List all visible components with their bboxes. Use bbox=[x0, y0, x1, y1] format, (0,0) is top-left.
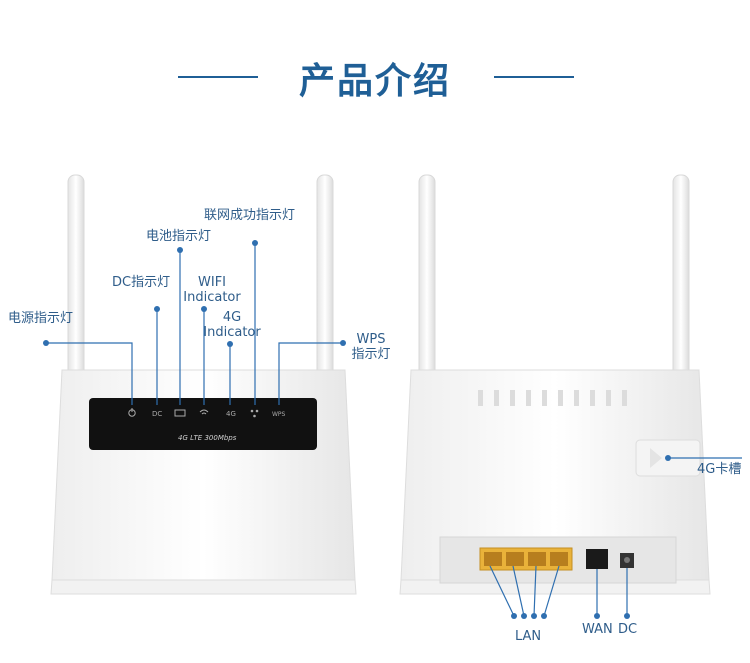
power-icon bbox=[128, 408, 136, 417]
wan-port bbox=[586, 549, 608, 569]
panel-4g-mark: 4G bbox=[226, 410, 236, 418]
front-base bbox=[50, 579, 357, 595]
lan-port-label: LAN bbox=[515, 629, 542, 644]
vent-slots bbox=[478, 390, 627, 406]
front-router: DC 4G WPS 4G LTE 300Mbps bbox=[43, 174, 357, 595]
title-rule-right bbox=[494, 76, 574, 78]
dc-indicator-label: DC指示灯 bbox=[112, 275, 171, 290]
page-title: 产品介绍 bbox=[298, 61, 451, 102]
battery-indicator-label: 电池指示灯 bbox=[146, 229, 212, 244]
wifi-icon bbox=[199, 409, 209, 415]
front-callout-dots bbox=[43, 240, 346, 347]
battery-icon bbox=[174, 409, 186, 417]
wifi-indicator-label: WIFI Indicator bbox=[178, 275, 246, 305]
wps-indicator-label-line1: WPS bbox=[356, 332, 386, 347]
wps-indicator-label-line2: 指示灯 bbox=[351, 347, 391, 362]
lan-ports bbox=[479, 547, 573, 571]
title-rule-left bbox=[178, 76, 258, 78]
panel-dc-mark: DC bbox=[152, 410, 162, 418]
wan-port-label: WAN bbox=[582, 622, 613, 637]
lte-indicator-label: 4G Indicator bbox=[198, 310, 266, 340]
front-led-panel bbox=[89, 398, 317, 450]
front-antenna-right bbox=[316, 174, 334, 381]
sim-slot-arrow-icon bbox=[650, 448, 662, 468]
front-brand-logo: 4G LTE 300Mbps bbox=[178, 434, 237, 442]
dc-port-label: DC bbox=[618, 622, 638, 637]
sim-slot-label: 4G卡槽 bbox=[697, 462, 742, 477]
internet-icon bbox=[250, 409, 259, 418]
front-antenna-left bbox=[67, 174, 85, 381]
power-indicator-label: 电源指示灯 bbox=[8, 311, 74, 326]
lte-indicator-label-line1: 4G bbox=[222, 310, 242, 325]
panel-wps-mark: WPS bbox=[272, 411, 286, 418]
port-panel bbox=[439, 536, 677, 584]
wifi-indicator-label-line1: WIFI bbox=[198, 275, 226, 290]
back-callouts bbox=[489, 457, 742, 617]
back-callout-dots bbox=[511, 455, 671, 619]
dc-jack-hole bbox=[624, 557, 630, 563]
wifi-indicator-label-line2: Indicator bbox=[183, 290, 241, 305]
wps-indicator-label: WPS 指示灯 bbox=[346, 332, 396, 362]
lte-indicator-label-line2: Indicator bbox=[203, 325, 261, 340]
back-router bbox=[399, 174, 742, 619]
internet-indicator-label: 联网成功指示灯 bbox=[204, 208, 296, 223]
front-callouts bbox=[46, 243, 343, 405]
